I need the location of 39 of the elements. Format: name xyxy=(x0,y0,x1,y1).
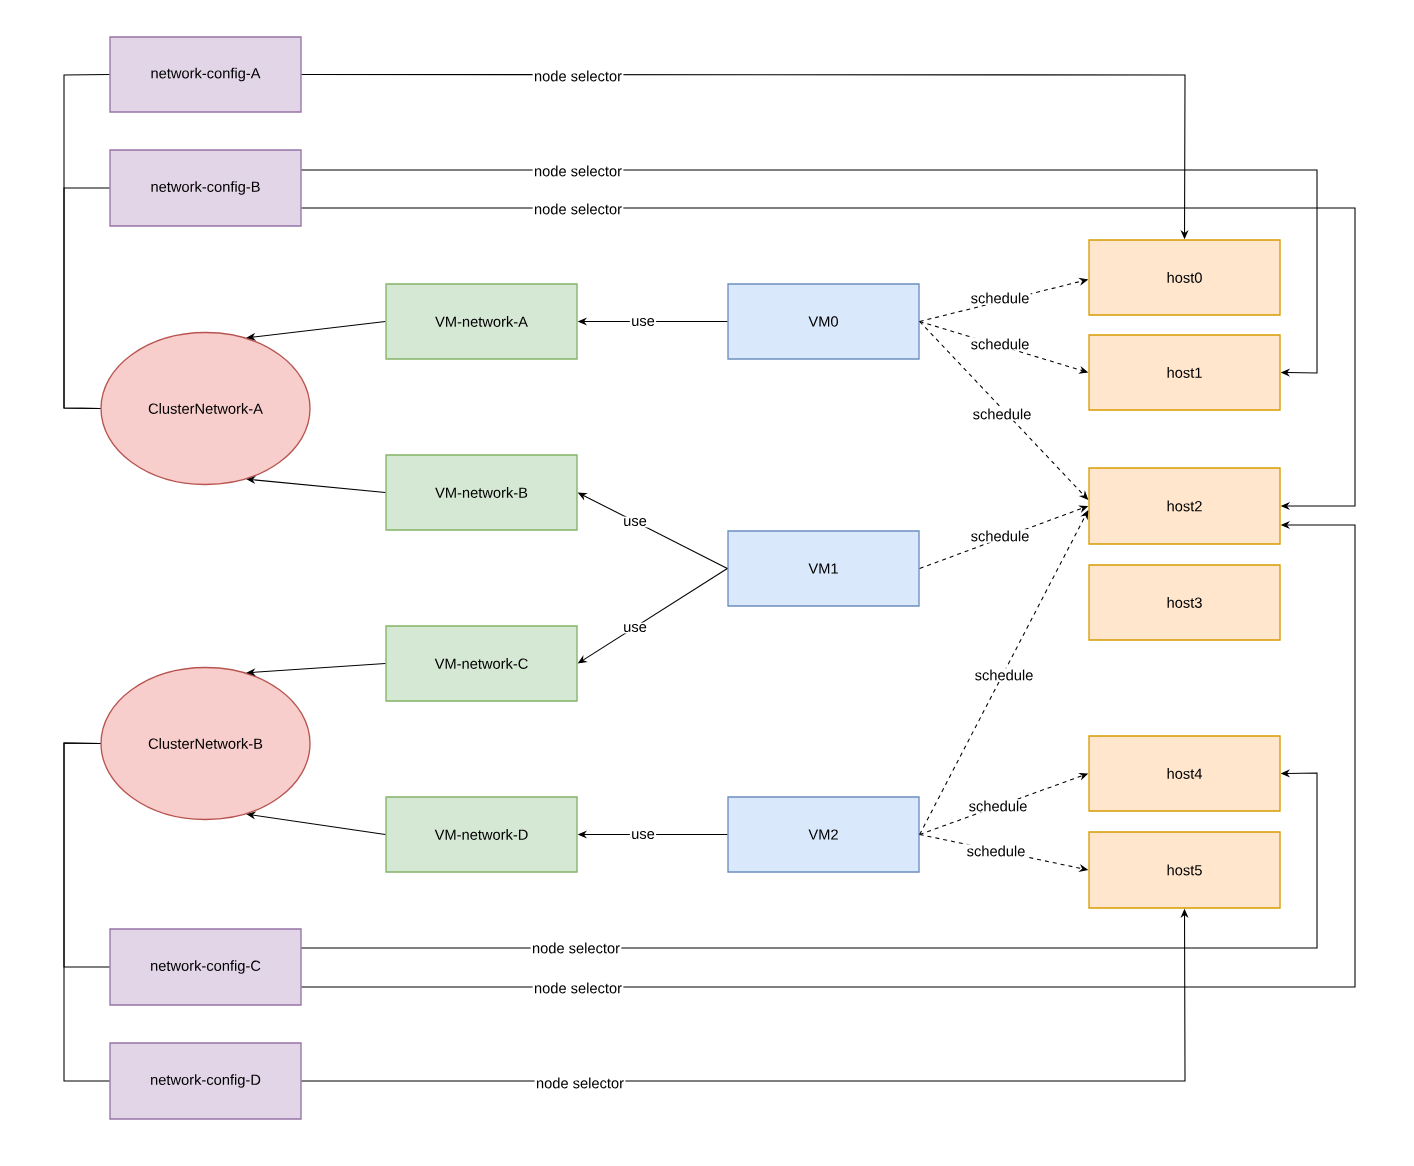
host-box: host0 xyxy=(1088,239,1281,316)
host-box: host3 xyxy=(1088,564,1281,641)
edge-label: schedule xyxy=(969,337,1031,351)
config-box: network-config-B xyxy=(109,149,302,227)
vm-network-box: VM-network-C xyxy=(385,625,578,702)
vm-box: VM0 xyxy=(727,283,920,360)
edge-label: schedule xyxy=(973,668,1035,682)
edge-label: schedule xyxy=(971,407,1033,421)
host-box: host2 xyxy=(1088,467,1281,545)
config-box: network-config-D xyxy=(109,1042,302,1120)
edge-label: schedule xyxy=(969,529,1031,543)
vm-network-box: VM-network-A xyxy=(385,283,578,360)
host-box: host4 xyxy=(1088,735,1281,812)
edge-label: schedule xyxy=(969,291,1031,305)
edge-label: use xyxy=(629,316,657,328)
edge-label: use xyxy=(621,516,649,528)
arrow xyxy=(301,169,1318,377)
edge-label: node selector xyxy=(532,69,624,83)
edge-label: use xyxy=(621,622,649,634)
edge-label: schedule xyxy=(967,799,1029,813)
dashed-arrow xyxy=(919,510,1089,836)
edge-label: node selector xyxy=(530,941,622,955)
edge-label: node selector xyxy=(534,1076,626,1090)
vm-network-box: VM-network-B xyxy=(385,454,578,531)
edge-label: node selector xyxy=(532,164,624,178)
host-box: host5 xyxy=(1088,831,1281,909)
edge-label: use xyxy=(629,829,657,841)
config-box: network-config-C xyxy=(109,928,302,1006)
vm-network-box: VM-network-D xyxy=(385,796,578,873)
edge-label: schedule xyxy=(965,844,1027,858)
edge-label: node selector xyxy=(532,202,624,216)
connector-line xyxy=(63,742,110,1082)
connector-line xyxy=(63,187,110,410)
config-box: network-config-A xyxy=(109,36,302,113)
edge-label: node selector xyxy=(532,981,624,995)
arrow xyxy=(301,207,1356,511)
host-box: host1 xyxy=(1088,334,1281,411)
vm-box: VM1 xyxy=(727,530,920,607)
vm-box: VM2 xyxy=(727,796,920,873)
